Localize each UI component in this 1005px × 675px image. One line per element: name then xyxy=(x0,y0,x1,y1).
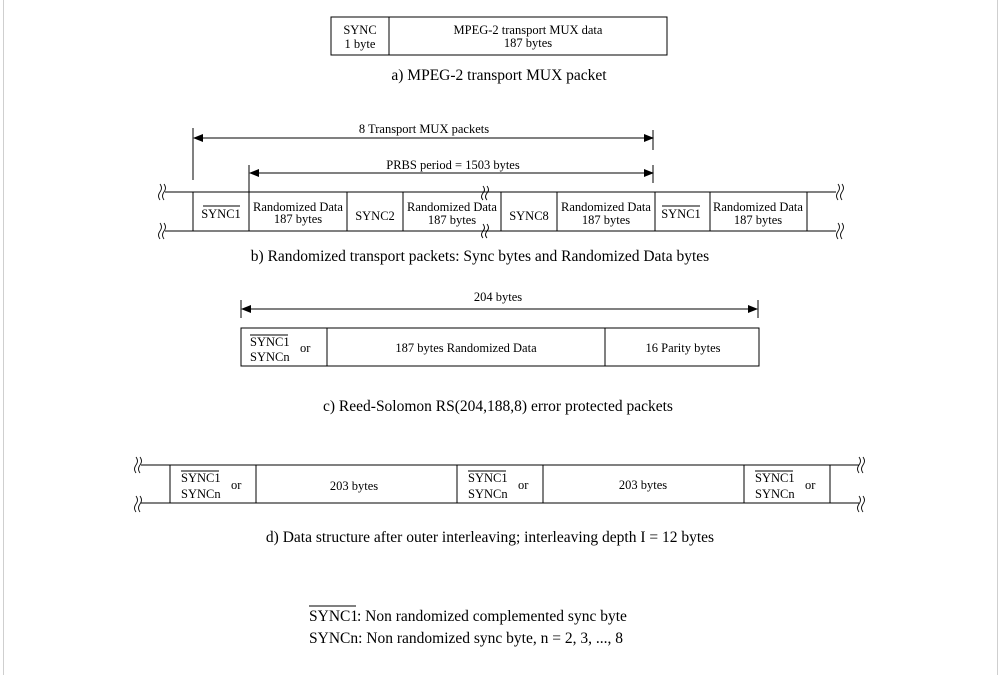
d-sync1-c: SYNC1 xyxy=(755,471,795,485)
a-sync-label: SYNC xyxy=(343,23,376,37)
b-caption: b) Randomized transport packets: Sync by… xyxy=(251,248,709,265)
d-bytes-a: 203 bytes xyxy=(330,479,378,493)
b-data-2-size: 187 bytes xyxy=(428,213,476,227)
b-sync1-b: SYNC1 xyxy=(661,207,701,221)
c-span-label: 204 bytes xyxy=(474,290,522,304)
c-syncn: SYNCn xyxy=(250,350,290,364)
b-data-1-size: 187 bytes xyxy=(274,212,322,226)
a-data-size: 187 bytes xyxy=(504,36,552,50)
rs-packet-box xyxy=(240,327,760,367)
d-bytes-b: 203 bytes xyxy=(619,478,667,492)
b-data-4-size: 187 bytes xyxy=(734,213,782,227)
d-syncn-b: SYNCn xyxy=(468,487,508,501)
mux-packet-box xyxy=(330,16,668,56)
legend-syncn: SYNCn: Non randomized sync byte, n = 2, … xyxy=(309,630,623,647)
b-data-4-label: Randomized Data xyxy=(713,200,803,214)
b-sync2: SYNC2 xyxy=(355,209,395,223)
b-sync1-a: SYNC1 xyxy=(201,207,241,221)
b-data-3-label: Randomized Data xyxy=(561,200,651,214)
d-caption: d) Data structure after outer interleavi… xyxy=(266,529,714,546)
c-or: or xyxy=(300,341,311,355)
b-data-2-label: Randomized Data xyxy=(407,200,497,214)
d-sync1-a: SYNC1 xyxy=(181,471,221,485)
d-syncn-a: SYNCn xyxy=(181,487,221,501)
c-parity: 16 Parity bytes xyxy=(646,341,721,355)
legend-sync1-term: SYNC1 xyxy=(309,608,358,625)
break-marks xyxy=(134,183,865,513)
a-caption: a) MPEG-2 transport MUX packet xyxy=(391,67,607,84)
b-sync8: SYNC8 xyxy=(509,209,549,223)
c-data: 187 bytes Randomized Data xyxy=(395,341,537,355)
b-span-packets-label: 8 Transport MUX packets xyxy=(359,122,489,136)
a-data-label: MPEG-2 transport MUX data xyxy=(454,23,603,37)
d-sync1-b: SYNC1 xyxy=(468,471,508,485)
c-caption: c) Reed-Solomon RS(204,188,8) error prot… xyxy=(323,398,673,415)
d-or-b: or xyxy=(518,478,529,492)
b-data-3-size: 187 bytes xyxy=(582,213,630,227)
b-span-prbs-label: PRBS period = 1503 bytes xyxy=(386,158,520,172)
page-frame xyxy=(3,0,998,675)
d-or-c: or xyxy=(805,478,816,492)
a-sync-size: 1 byte xyxy=(345,37,376,51)
legend-sync1-def: : Non randomized complemented sync byte xyxy=(357,608,627,625)
d-syncn-c: SYNCn xyxy=(755,487,795,501)
c-sync1: SYNC1 xyxy=(250,335,290,349)
b-data-1-label: Randomized Data xyxy=(253,200,343,214)
d-or-a: or xyxy=(231,478,242,492)
